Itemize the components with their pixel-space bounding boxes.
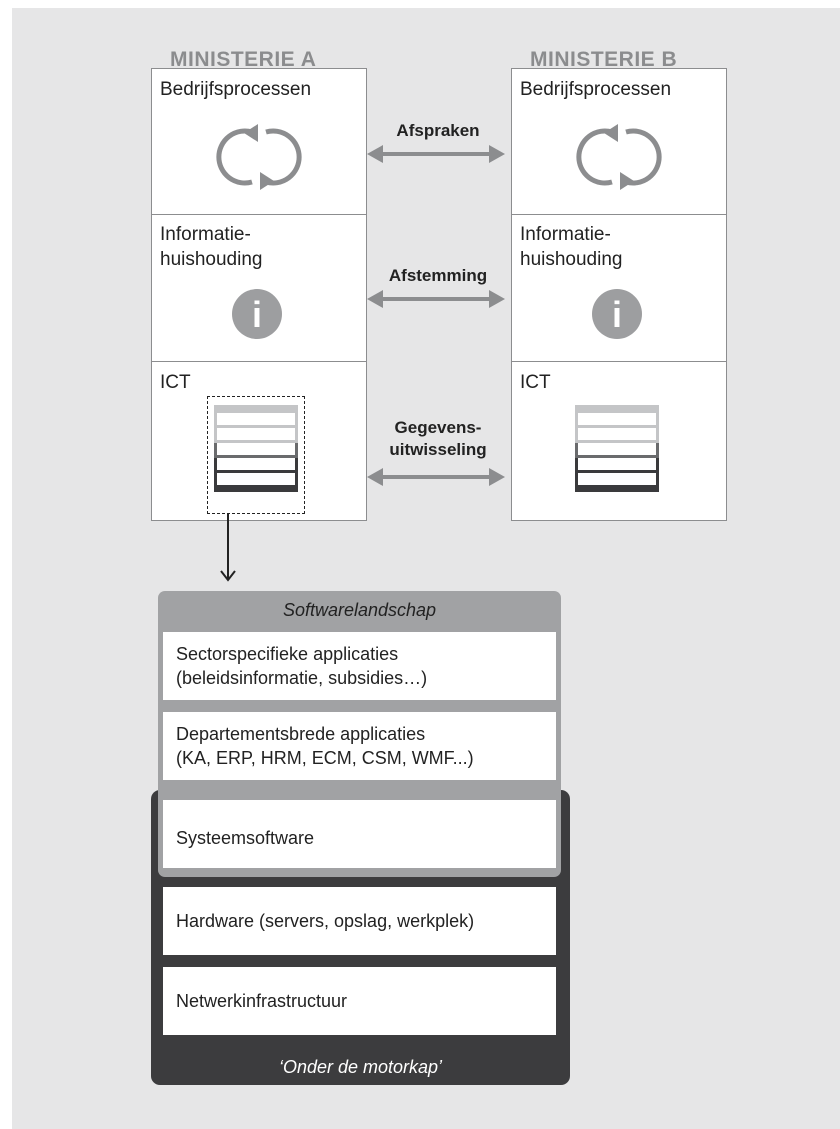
double-arrow-icon <box>367 290 505 308</box>
down-arrow-icon <box>220 513 236 582</box>
selection-highlight <box>207 396 305 514</box>
layer-ict: ICT <box>520 372 551 393</box>
cycle-icon <box>216 124 302 190</box>
under-the-hood-label: ‘Onder de motorkap’ <box>278 1057 443 1077</box>
double-arrow-icon <box>367 468 505 486</box>
label-afspraken: Afspraken <box>396 121 480 140</box>
layer-business-processes: Bedrijfsprocessen <box>520 79 672 100</box>
layer-ict: ICT <box>160 372 191 393</box>
label-gegevens-2: uitwisseling <box>389 440 487 459</box>
software-stack-icon <box>575 405 659 492</box>
software-landscape-title: Softwarelandschap <box>282 600 437 620</box>
cycle-icon <box>576 124 662 190</box>
double-arrow-icon <box>367 145 505 163</box>
layer-divider <box>512 214 726 215</box>
label-afstemming: Afstemming <box>388 266 488 285</box>
sector-apps-box: Sectorspecifieke applicaties (beleidsinf… <box>163 632 556 700</box>
software-stack-icon <box>214 405 298 492</box>
layer-information-2: huishouding <box>520 249 623 270</box>
layer-divider <box>152 361 366 362</box>
sector-apps-label: Sectorspecifieke applicaties <box>176 644 399 664</box>
network-label: Netwerkinfrastructuur <box>176 991 348 1011</box>
layer-information-1: Informatie- <box>520 224 611 245</box>
layer-divider <box>512 361 726 362</box>
sector-apps-detail: (beleidsinformatie, subsidies…) <box>176 668 428 688</box>
department-apps-box: Departementsbrede applicaties (KA, ERP, … <box>163 712 556 780</box>
department-apps-detail: (KA, ERP, HRM, ECM, CSM, WMF...) <box>176 748 474 768</box>
system-software-box: Systeemsoftware <box>163 800 556 868</box>
hardware-box: Hardware (servers, opslag, werkplek) <box>163 887 556 955</box>
label-gegevens-1: Gegevens- <box>394 418 482 437</box>
system-software-label: Systeemsoftware <box>176 828 315 848</box>
ministry-b-title: MINISTERIE B <box>530 48 678 71</box>
network-box: Netwerkinfrastructuur <box>163 967 556 1035</box>
layer-business-processes: Bedrijfsprocessen <box>160 79 312 100</box>
layer-divider <box>152 214 366 215</box>
layer-information-1: Informatie- <box>160 224 251 245</box>
department-apps-label: Departementsbrede applicaties <box>176 724 426 744</box>
info-icon: i <box>592 289 642 339</box>
hardware-label: Hardware (servers, opslag, werkplek) <box>176 911 475 931</box>
ministry-a-title: MINISTERIE A <box>170 48 317 71</box>
info-icon: i <box>232 289 282 339</box>
layer-information-2: huishouding <box>160 249 263 270</box>
